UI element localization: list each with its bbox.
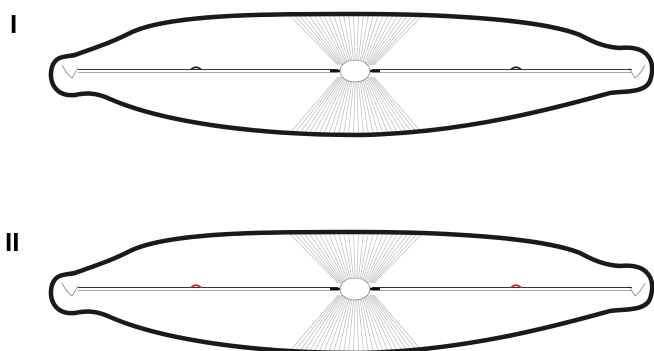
fiber-lower-20 [365,77,388,133]
fiber-upper-27 [374,16,422,65]
fiber-upper-13 [354,234,356,283]
fiber-upper-7 [324,234,347,283]
left-tip-contour-2 [62,283,78,296]
fiber-lower-5 [314,295,344,351]
fiber-upper-23 [369,16,403,65]
fiber-lower-27 [374,77,422,133]
fiber-lower-23 [369,77,403,133]
fiber-upper-25 [371,16,412,65]
fiber-upper-19 [363,234,383,283]
fiber-lower-0 [290,295,338,351]
fiber-lower-25 [371,295,412,351]
fiber-upper-14 [357,234,359,283]
fiber-lower-2 [300,77,341,133]
fiber-lower-14 [357,295,359,351]
fiber-lower-13 [354,295,356,351]
fiber-lower-2 [300,295,341,351]
fiber-upper-23 [369,234,403,283]
right-tip-contour-1 [629,65,645,78]
fiber-lower-7 [324,77,347,133]
right-tip-contour-2 [629,283,645,296]
fiber-upper-13 [354,16,356,65]
central-body-2 [340,278,370,300]
fiber-lower-14 [357,77,359,133]
fiber-lower-4 [310,77,344,133]
left-tip-contour-1 [62,65,78,78]
fiber-upper-5 [314,234,344,283]
fiber-upper-5 [314,16,344,65]
fiber-upper-2 [300,234,341,283]
spindle-panel-1 [51,14,652,135]
fiber-lower-19 [363,295,383,351]
fiber-lower-23 [369,295,403,351]
fiber-lower-22 [367,295,397,351]
fiber-lower-25 [371,77,412,133]
fiber-upper-20 [365,16,388,65]
fiber-upper-20 [365,234,388,283]
fiber-lower-8 [329,77,349,133]
fiber-upper-14 [357,16,359,65]
fiber-upper-4 [310,16,344,65]
fiber-lower-5 [314,77,344,133]
fiber-upper-4 [310,234,344,283]
fiber-upper-8 [329,234,349,283]
fiber-upper-0 [290,16,338,65]
fiber-lower-7 [324,295,347,351]
fiber-lower-19 [363,77,383,133]
fiber-upper-27 [374,234,422,283]
fiber-upper-19 [363,16,383,65]
central-body-1 [340,60,370,82]
fiber-lower-22 [367,77,397,133]
fiber-lower-20 [365,295,388,351]
fiber-lower-0 [290,77,338,133]
fiber-lower-27 [374,295,422,351]
fiber-lower-4 [310,295,344,351]
fiber-upper-22 [367,234,397,283]
fiber-lower-8 [329,295,349,351]
fiber-upper-22 [367,16,397,65]
spindle-panel-2 [51,232,652,351]
fiber-upper-7 [324,16,347,65]
fiber-upper-8 [329,16,349,65]
fiber-upper-25 [371,234,412,283]
fiber-upper-0 [290,234,338,283]
fiber-upper-2 [300,16,341,65]
fiber-lower-13 [354,77,356,133]
